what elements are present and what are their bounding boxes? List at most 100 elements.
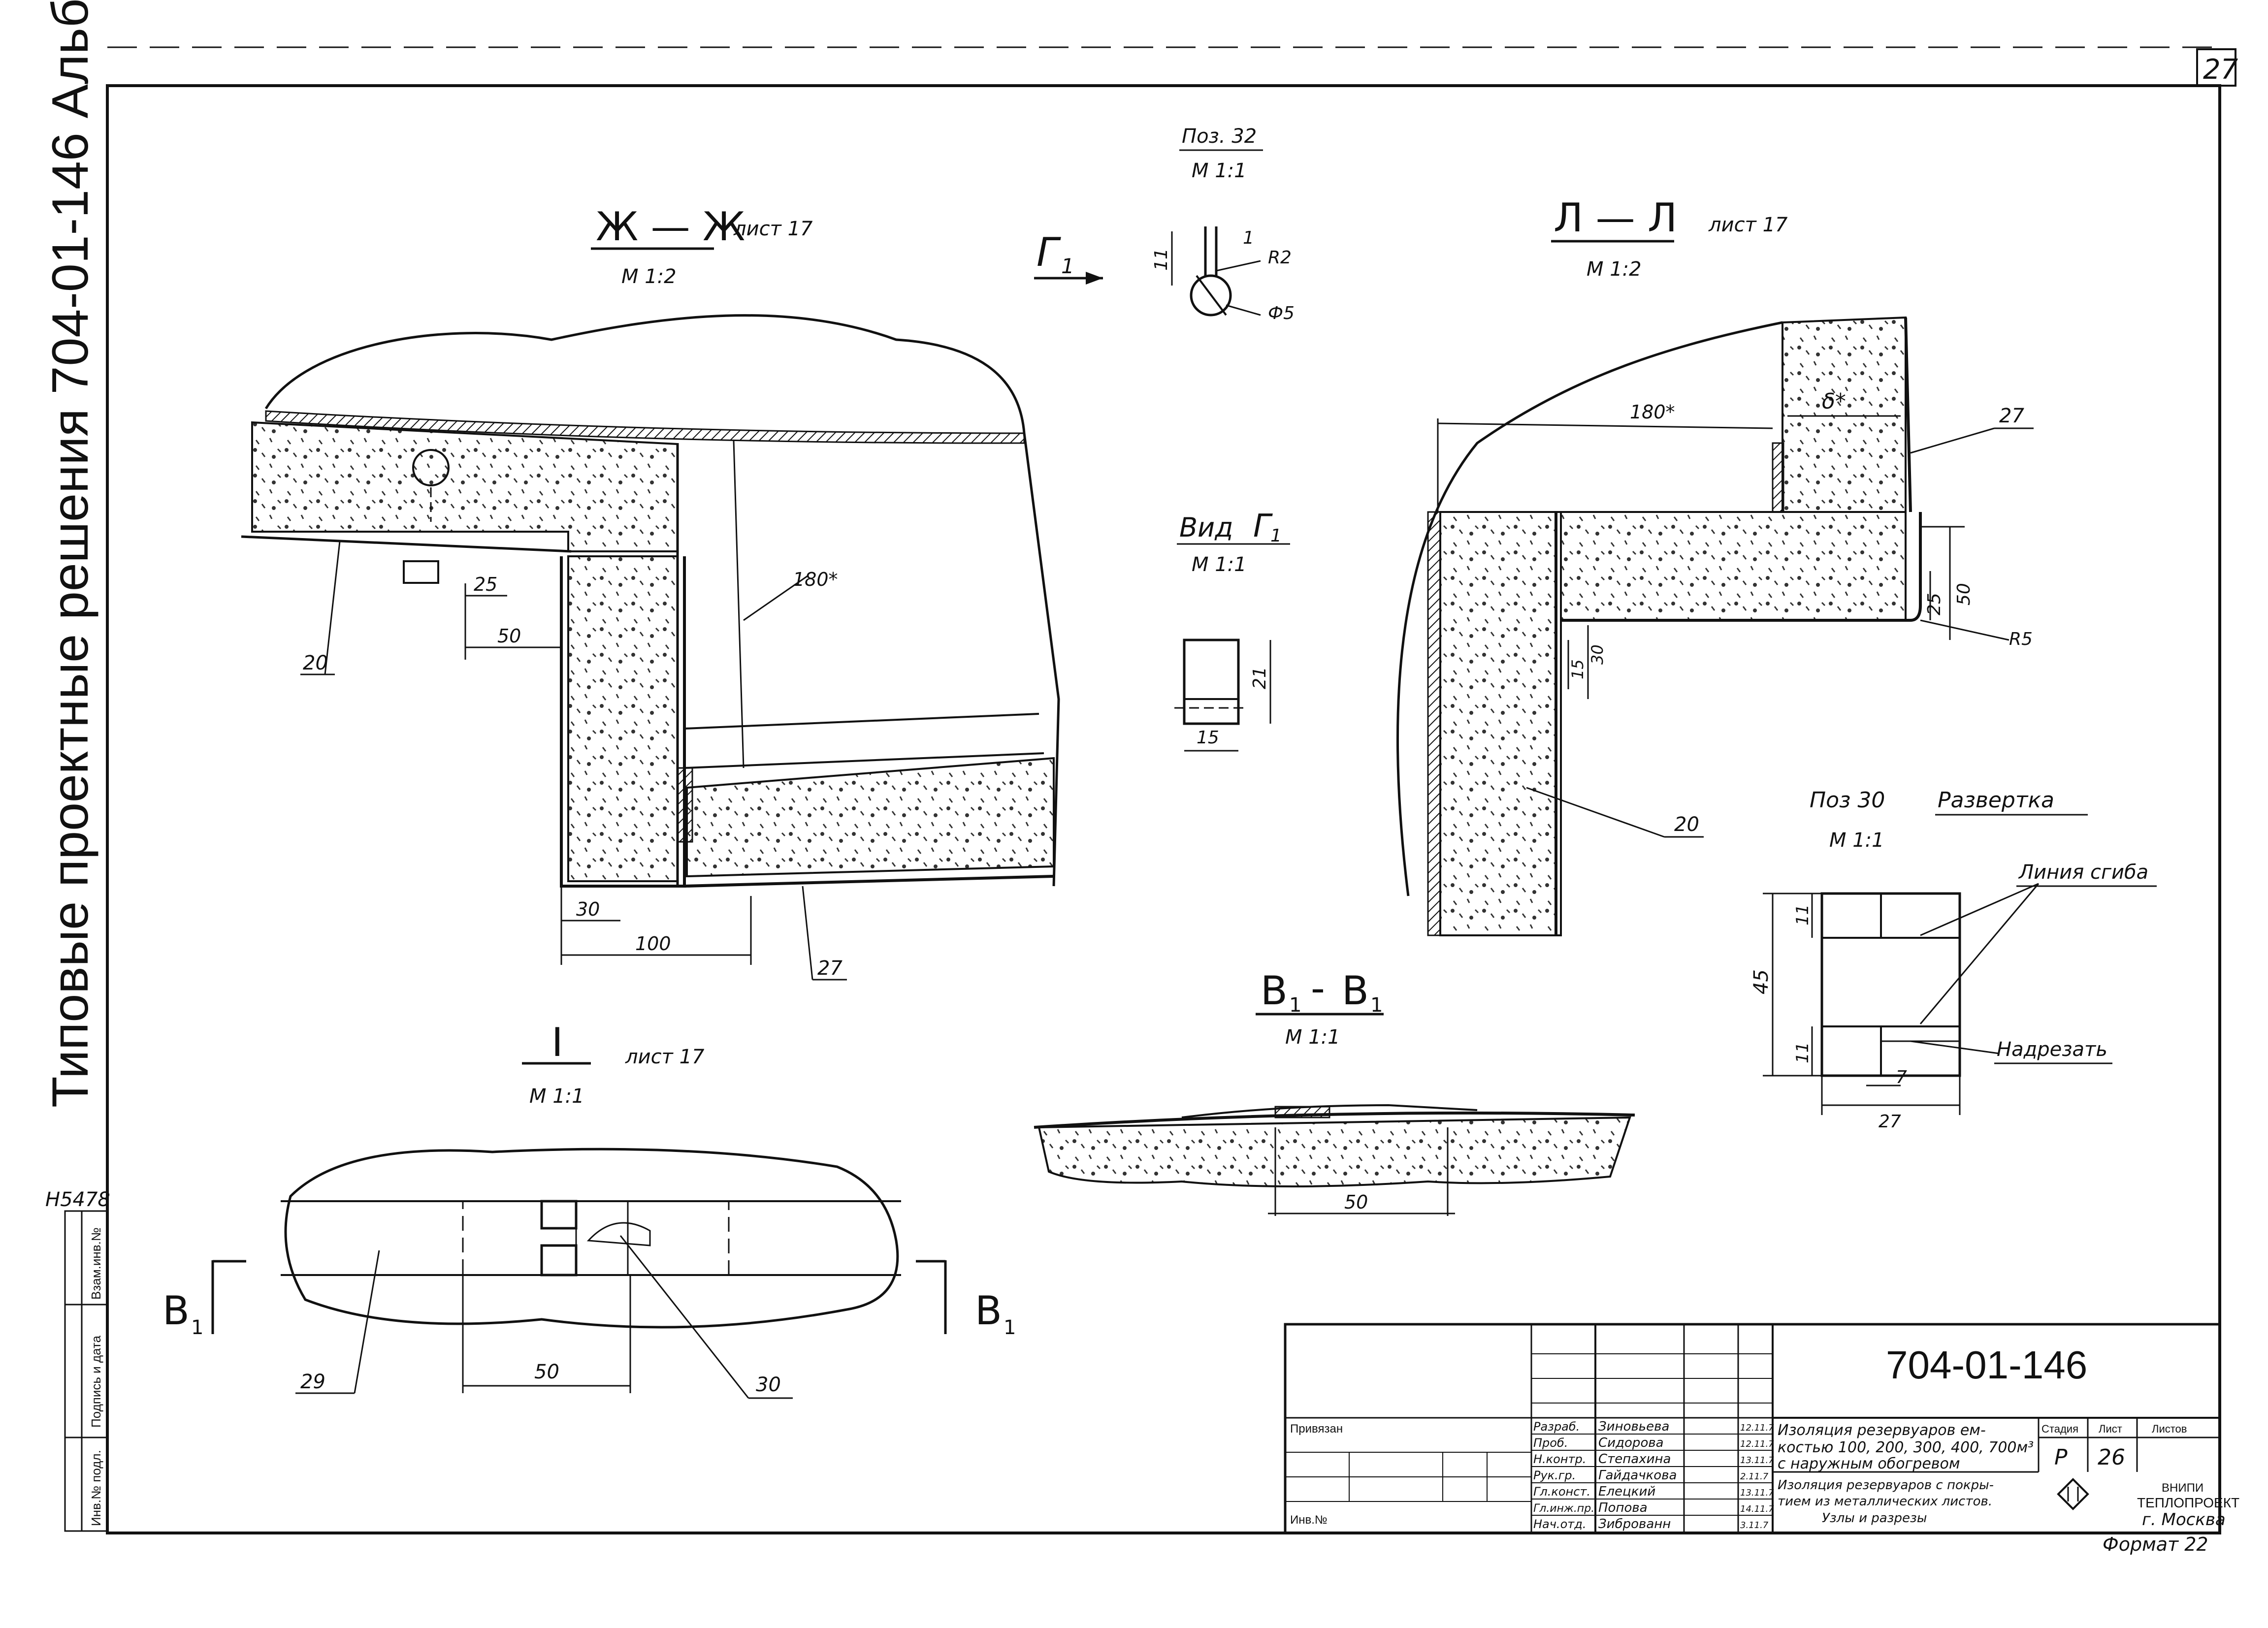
tb-name: Зиновьева: [1598, 1419, 1669, 1434]
pos32-dim-11: 11: [1151, 248, 1171, 271]
one-cut-right-sub: 1: [1004, 1316, 1016, 1339]
sheet-corner-number: 27: [2203, 54, 2238, 86]
tb-name: Зиброванн: [1598, 1517, 1671, 1532]
pos32-scale: М 1:1: [1192, 160, 1247, 182]
tb-name: Попова: [1598, 1500, 1648, 1515]
b1b1-dim-50: 50: [1344, 1191, 1368, 1213]
vid-g1-dim-21: 21: [1250, 667, 1270, 689]
inventory-number: Н5478: [45, 1188, 110, 1211]
pos30-subtitle: Развертка: [1938, 788, 2054, 813]
tb-date: 2.11.7: [1740, 1471, 1769, 1482]
zh-scale: М 1:2: [621, 265, 677, 288]
g1-view-arrow: Г 1: [1034, 229, 1103, 285]
ll-dim-25: 25: [1924, 593, 1944, 615]
view-ll: Л — Л лист 17 М 1:2 180* δ* 50 25 R5 15 …: [1396, 195, 2034, 936]
view-b1b1: В 1 - В 1 М 1:1 50: [1034, 965, 1635, 1216]
tb-doc-title-2: костью 100, 200, 300, 400, 700м³: [1778, 1439, 2034, 1456]
tb-role-rows: Разраб. Зиновьева 12.11.7 Проб. Сидорова…: [1531, 1419, 1774, 1532]
tb-role: Разраб.: [1533, 1420, 1580, 1434]
side-stamp: Инв.№ подл. Подпись и дата Взам.инв.№: [64, 1210, 108, 1532]
tb-role: Проб.: [1533, 1436, 1568, 1450]
vid-g1-letter: Г: [1253, 508, 1273, 544]
ll-ref: лист 17: [1708, 214, 1788, 236]
one-label-29: 29: [300, 1371, 325, 1393]
vid-g1-dim-15: 15: [1197, 728, 1219, 748]
ll-dim-50: 50: [1954, 583, 1974, 606]
pos30-scale: М 1:1: [1829, 829, 1884, 852]
zh-dim-180: 180*: [793, 569, 838, 590]
ll-dim-15: 15: [1568, 659, 1587, 679]
tb-date: 13.11.7: [1740, 1488, 1774, 1498]
tb-inv-no: Инв.№: [1290, 1513, 1328, 1527]
ll-dim-30: 30: [1588, 644, 1607, 665]
zh-dim-30: 30: [576, 898, 600, 920]
tb-role: Гл.конст.: [1533, 1485, 1590, 1499]
tb-org-3: г. Москва: [2142, 1510, 2226, 1530]
tb-role: Гл.инж.пр.: [1533, 1502, 1594, 1515]
zh-ref: лист 17: [733, 218, 813, 240]
tb-date: 13.11.7: [1740, 1455, 1774, 1466]
pos30-dim-7: 7: [1896, 1067, 1907, 1087]
pos32-dim-r2: R2: [1268, 248, 1292, 268]
tb-role: Нач.отд.: [1533, 1517, 1586, 1531]
side-title: Типовые проектные решения 704-01-146 Аль…: [42, 0, 99, 1108]
one-title: I: [551, 1020, 563, 1065]
tb-sheet-title-1: Изоляция резервуаров с покры-: [1778, 1478, 1994, 1493]
one-dim-50: 50: [534, 1361, 559, 1383]
b1b1-title-left: В: [1261, 968, 1288, 1014]
b1b1-dash: -: [1311, 965, 1325, 1011]
b1b1-sub-left: 1: [1289, 994, 1301, 1017]
corner-box: [2196, 48, 2236, 87]
tb-privyazan: Привязан: [1290, 1422, 1343, 1436]
zh-label-20: 20: [303, 652, 328, 674]
zh-dim-100: 100: [635, 933, 671, 955]
b1b1-sub-right: 1: [1370, 994, 1383, 1017]
pos32-dim-f5: Ф5: [1268, 303, 1295, 323]
view-one: I лист 17 М 1:1 50 29 30 В 1 В 1: [162, 1020, 1016, 1399]
format-label: Формат 22: [2103, 1533, 2208, 1555]
one-label-30: 30: [756, 1373, 781, 1396]
tb-role: Н.контр.: [1533, 1452, 1586, 1466]
pos30-dim-45: 45: [1750, 969, 1773, 994]
tb-date: 3.11.7: [1740, 1520, 1769, 1531]
tb-role: Рук.гр.: [1533, 1468, 1576, 1482]
tb-sheet-header: Лист: [2099, 1423, 2122, 1435]
tb-org-1: ВНИПИ: [2162, 1481, 2203, 1495]
g1-arrow-label: Г: [1037, 229, 1061, 275]
vid-g1-title: Вид: [1179, 512, 1233, 543]
tb-stage: Р: [2054, 1445, 2068, 1470]
b1b1-title-right: В: [1342, 968, 1369, 1014]
ll-label-20: 20: [1674, 813, 1699, 836]
vid-g1-sub: 1: [1270, 526, 1282, 546]
tb-name: Гайдачкова: [1598, 1468, 1677, 1483]
one-ref: лист 17: [625, 1046, 705, 1068]
ll-dim-180: 180*: [1630, 401, 1675, 423]
tb-org-2: ТЕПЛОПРОЕКТ: [2137, 1495, 2239, 1510]
tb-sheets-header: Листов: [2152, 1423, 2187, 1435]
tb-sheet: 26: [2098, 1445, 2125, 1470]
tb-date: 12.11.7: [1740, 1439, 1774, 1449]
ll-dim-r5: R5: [2009, 629, 2033, 649]
stamp-inv-original: Инв.№ подл.: [89, 1450, 103, 1526]
b1b1-scale: М 1:1: [1285, 1026, 1340, 1049]
org-logo-icon: [2057, 1478, 2089, 1510]
tb-stage-header: Стадия: [2041, 1423, 2078, 1435]
outer-border: [106, 84, 2221, 1534]
g1-arrow-sub: 1: [1061, 254, 1074, 278]
zh-title: Ж — Ж: [596, 204, 745, 250]
view-vid-g1: Вид Г 1 М 1:1 21 15: [1174, 508, 1290, 752]
tb-sheet-title-2: тием из металлических листов.: [1778, 1494, 1992, 1509]
one-scale: М 1:1: [529, 1085, 584, 1108]
vid-g1-scale: М 1:1: [1192, 553, 1247, 576]
ll-title: Л — Л: [1554, 195, 1677, 241]
tb-sheet-title-3: Узлы и разрезы: [1822, 1511, 1927, 1526]
pos32-title: Поз. 32: [1182, 125, 1257, 148]
one-cut-right-letter: В: [975, 1288, 1002, 1334]
zh-dim-50: 50: [497, 625, 521, 647]
zh-label-27: 27: [817, 957, 842, 980]
pos30-dim-27: 27: [1879, 1112, 1901, 1132]
pos30-dim-11b: 11: [1793, 1042, 1813, 1063]
pos30-title: Поз 30: [1810, 788, 1885, 813]
tb-date: 12.11.7: [1740, 1423, 1774, 1433]
